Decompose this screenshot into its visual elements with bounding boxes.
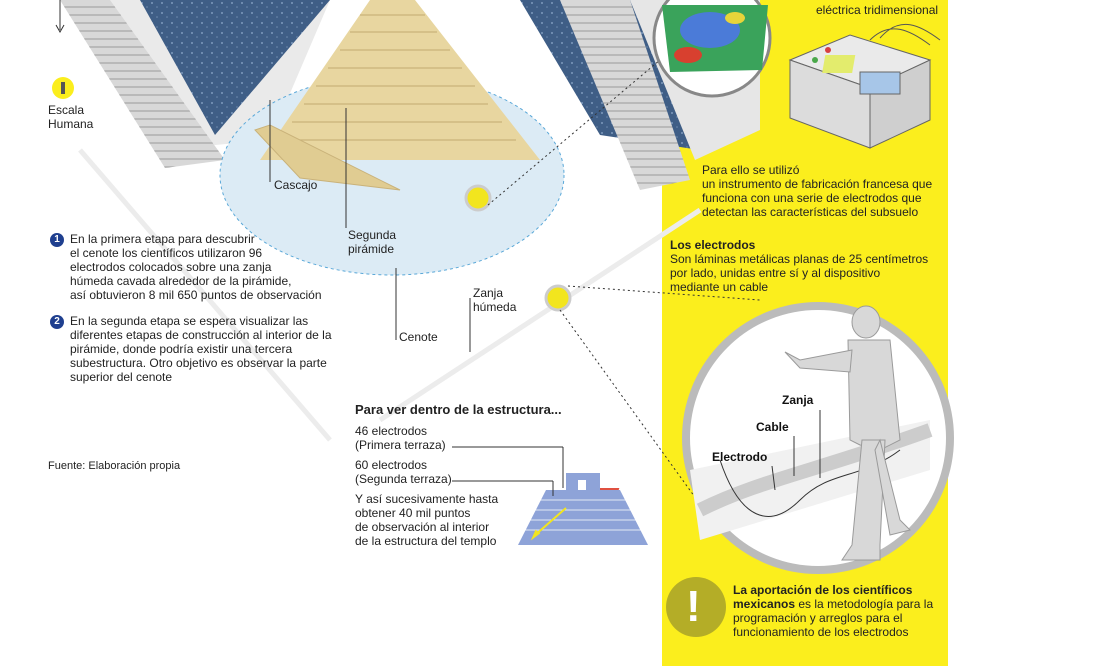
ground-line	[78, 148, 332, 442]
pyramid-left-cut	[140, 0, 330, 135]
structure-item-2: 60 electrodos(Segunda terraza)	[355, 458, 452, 486]
inner-pyramid	[260, 0, 540, 160]
cenote-label: Cenote	[399, 330, 438, 344]
temple-diagram	[518, 473, 648, 545]
zanja-label: Zanja	[782, 393, 814, 407]
structure-note-title: Para ver dentro de la estructura...	[355, 402, 562, 417]
cascajo-label: Cascajo	[274, 178, 318, 192]
ground-line	[378, 207, 702, 423]
source-note: Fuente: Elaboración propia	[48, 460, 181, 472]
electrodes-description: Son láminas metálicas planas de 25 centí…	[670, 252, 929, 294]
point-marker	[544, 284, 572, 312]
inner-pyramid-steps	[280, 14, 516, 141]
tomography-caption: eléctrica tridimensional	[816, 3, 939, 17]
structure-item-1: 46 electrodos(Primera terraza)	[355, 424, 446, 452]
human-figure	[784, 305, 911, 561]
cable-label: Cable	[756, 420, 789, 434]
exclamation-glyph: !	[686, 582, 701, 631]
step-number-badge: 1	[50, 233, 64, 247]
inner-pyramid-base	[254, 124, 401, 191]
pyramid-right-stairs	[560, 0, 690, 190]
instrument-box	[788, 23, 941, 149]
exclamation-icon	[666, 577, 726, 637]
electrodes-title: Los electrodos	[670, 238, 756, 252]
electrodo-label: Electrodo	[712, 450, 768, 464]
step-2: 2 En la segunda etapa se espera visualiz…	[50, 314, 332, 384]
pyramid-left-stairs	[60, 0, 225, 168]
point-marker	[464, 184, 492, 212]
step-number-badge: 2	[50, 315, 64, 329]
contribution-note: La aportación de los científicos mexican…	[733, 583, 934, 639]
